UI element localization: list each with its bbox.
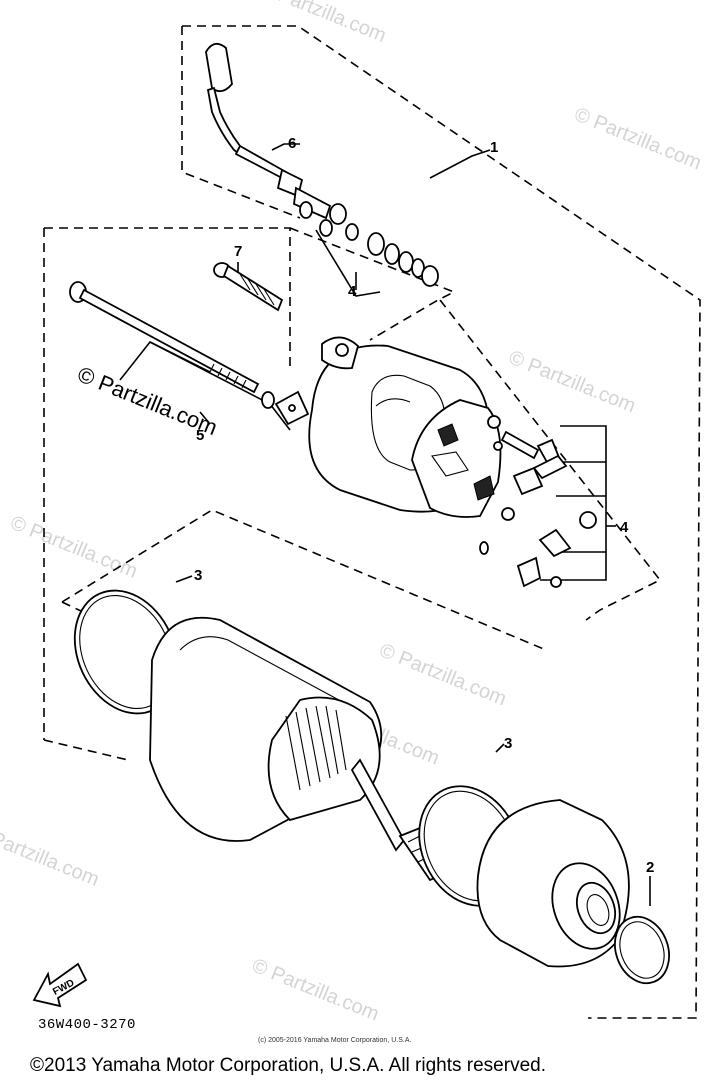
callout-3-right: 3 bbox=[504, 735, 512, 752]
brush-parts bbox=[479, 430, 597, 588]
armature-yoke bbox=[149, 616, 468, 882]
outer-assembly-outline bbox=[181, 25, 701, 1019]
cable-assembly bbox=[205, 42, 359, 241]
faint-watermark: © Partzilla.com bbox=[256, 0, 389, 47]
callout-5: 5 bbox=[196, 427, 204, 444]
faint-watermark: © Partzilla.com bbox=[0, 820, 102, 891]
brush-holder-plate bbox=[411, 399, 503, 518]
callout-4-brushes: 4 bbox=[620, 519, 629, 536]
faint-watermark: © Partzilla.com bbox=[376, 639, 509, 710]
callout-1: 1 bbox=[490, 139, 498, 156]
brush-box-outline bbox=[289, 227, 662, 621]
copyright-footer: ©2013 Yamaha Motor Corporation, U.S.A. A… bbox=[30, 1055, 546, 1076]
callout-4-washers: 4 bbox=[348, 283, 357, 300]
fwd-arrow-icon: FWD bbox=[32, 962, 88, 1008]
front-cover bbox=[476, 799, 630, 968]
short-bolt bbox=[213, 262, 284, 312]
faint-watermark: © Partzilla.com bbox=[7, 512, 140, 583]
faint-watermark: © Partzilla.com bbox=[249, 955, 382, 1026]
callout-7: 7 bbox=[234, 243, 242, 260]
washer-set bbox=[367, 232, 439, 287]
callout-3-left: 3 bbox=[194, 567, 202, 584]
drawing-code: 36W400-3270 bbox=[38, 1017, 136, 1033]
callout-2: 2 bbox=[646, 859, 654, 876]
faint-watermark: © Partzilla.com bbox=[571, 103, 704, 174]
o-ring-small bbox=[614, 915, 670, 985]
callout-6: 6 bbox=[288, 135, 296, 152]
through-bolt bbox=[69, 281, 310, 426]
faint-watermark: © Partzilla.com bbox=[505, 346, 638, 417]
small-copyright: (c) 2005-2016 Yamaha Motor Corporation, … bbox=[258, 1037, 412, 1044]
